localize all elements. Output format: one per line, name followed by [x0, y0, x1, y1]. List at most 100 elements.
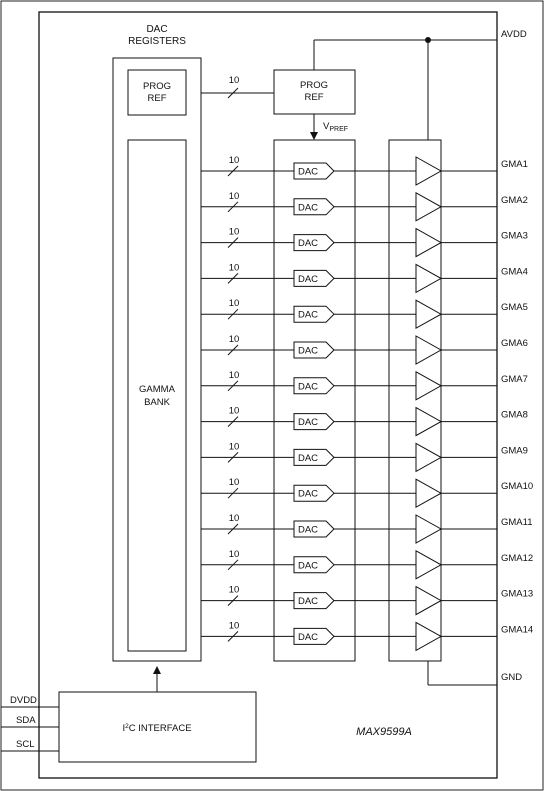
output-label: GMA10 [501, 481, 533, 492]
dac-label: DAC [298, 238, 318, 249]
channel-bus-slash [227, 237, 239, 248]
channel-bus-slash [227, 631, 239, 642]
channel-bus-width: 10 [229, 406, 240, 417]
dac-label: DAC [298, 417, 318, 428]
channel-bus-width: 10 [229, 441, 240, 452]
buffer-amplifier-icon [415, 478, 443, 509]
prog-ref-bus-slash [227, 87, 239, 99]
buffer-amplifier-icon [415, 621, 443, 652]
gnd-label: GND [501, 672, 522, 683]
buffer-amplifier-icon [415, 227, 443, 258]
buffer-amplifier-icon [415, 191, 443, 222]
output-label: GMA9 [501, 445, 528, 456]
dac-symbol [293, 198, 335, 216]
channel-bus-slash [227, 559, 239, 571]
channel-bus-width: 10 [229, 155, 240, 166]
prog-ref-bus-width: 10 [229, 75, 240, 86]
channel-bus-slash [227, 487, 239, 499]
buffer-amplifier-icon [415, 370, 443, 401]
channel-bus-width: 10 [229, 549, 240, 560]
buffer-amplifier-icon [415, 263, 443, 294]
output-label: GMA13 [501, 589, 533, 600]
dac-label: DAC [298, 632, 318, 643]
output-label: GMA5 [501, 302, 528, 313]
dac-label: DAC [298, 596, 318, 607]
channel-bus-slash [227, 452, 239, 463]
output-label: GMA3 [501, 231, 528, 242]
prog-ref-register [127, 69, 187, 116]
buffer-amplifier-icon [415, 335, 443, 365]
dac-symbol [293, 592, 335, 610]
gamma-bank-line1: GAMMA [139, 384, 176, 395]
buffer-amplifier-icon [415, 406, 443, 437]
dac-symbol [293, 341, 335, 359]
channel-bus-slash [227, 308, 239, 320]
dac-symbol [293, 269, 335, 287]
dvdd-label: DVDD [10, 695, 37, 706]
dac-symbol [293, 413, 335, 431]
output-label: GMA14 [501, 624, 533, 635]
dac-symbol [293, 627, 335, 645]
prog-ref-register-line1: PROG [143, 81, 171, 92]
channel-bus-slash [227, 416, 239, 427]
channel-bus-width: 10 [229, 298, 240, 309]
output-label: GMA1 [501, 159, 528, 170]
registers-label-line1: DAC [146, 24, 167, 35]
channel-bus-width: 10 [229, 191, 240, 202]
output-label: GMA11 [501, 517, 533, 528]
output-label: GMA8 [501, 410, 528, 421]
dac-registers-block [112, 57, 202, 662]
channel-bus-slash [227, 273, 239, 284]
channel-bus-slash [227, 523, 239, 535]
channel-bus-width: 10 [229, 585, 240, 596]
buffer-amplifier-icon [415, 549, 443, 580]
sda-label: SDA [16, 715, 36, 726]
dac-symbol [293, 305, 335, 323]
output-label: GMA2 [501, 195, 528, 206]
dac-label: DAC [298, 167, 318, 178]
part-number: MAX9599A [356, 726, 412, 738]
dac-symbol [293, 448, 335, 466]
output-label: GMA4 [501, 266, 528, 277]
channel-bus-slash [227, 595, 239, 606]
dac-label: DAC [298, 346, 318, 357]
channel-bus-slash [227, 344, 239, 356]
avdd-label: AVDD [501, 29, 527, 40]
scl-label: SCL [16, 739, 34, 750]
output-label: GMA7 [501, 374, 528, 385]
channel-bus-slash [227, 165, 239, 177]
buffer-column [388, 139, 442, 662]
buffer-amplifier-icon [415, 299, 443, 330]
chip-outline [38, 11, 498, 779]
channel-rows: 10DACGMA110DACGMA210DACGMA310DACGMA410DA… [201, 155, 533, 652]
prog-ref-source-line2: REF [305, 92, 324, 103]
channel-bus-width: 10 [229, 227, 240, 238]
output-label: GMA12 [501, 553, 533, 564]
buffer-amplifier-icon [415, 514, 443, 544]
channel-bus-width: 10 [229, 370, 240, 381]
dac-label: DAC [298, 525, 318, 536]
i2c-interface-label: I2C INTERFACE [122, 723, 191, 734]
dac-symbol [293, 377, 335, 395]
channel-bus-width: 10 [229, 477, 240, 488]
gamma-bank [127, 139, 187, 652]
dac-symbol [293, 520, 335, 538]
channel-bus-width: 10 [229, 334, 240, 345]
buffer-amplifier-icon [415, 442, 443, 473]
dac-symbol [293, 484, 335, 502]
dac-label: DAC [298, 381, 318, 392]
vpref-label: VPREF [323, 121, 348, 133]
dac-column [273, 139, 356, 662]
channel-bus-slash [227, 201, 239, 213]
channel-bus-width: 10 [229, 620, 240, 631]
dac-symbol [293, 556, 335, 574]
prog-ref-register-line2: REF [148, 93, 167, 104]
dac-label: DAC [298, 453, 318, 464]
channel-bus-slash [227, 380, 239, 392]
dac-label: DAC [298, 310, 318, 321]
buffer-amplifier-icon [415, 585, 443, 616]
prog-ref-source-line1: PROG [300, 80, 328, 91]
dac-label: DAC [298, 489, 318, 500]
